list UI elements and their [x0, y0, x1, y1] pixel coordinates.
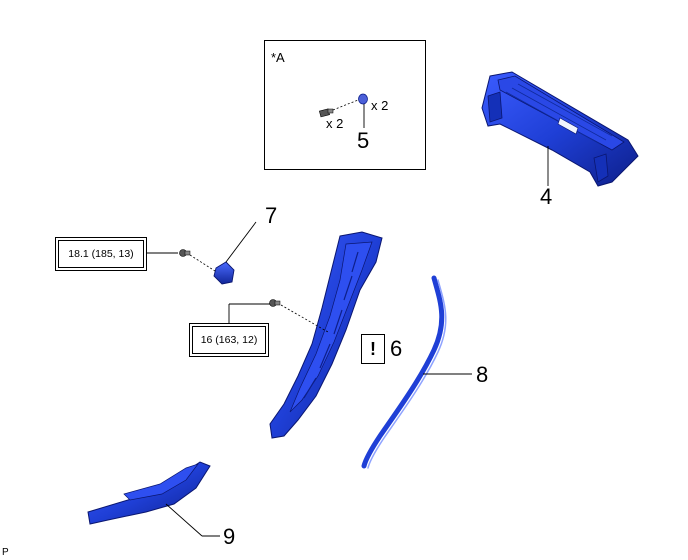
inset-detail-box [264, 40, 426, 170]
callout-5: 5 [357, 128, 370, 153]
part-6-pillar-trim [269, 231, 383, 439]
part-8-weatherstrip [361, 275, 447, 469]
bolt-6 [269, 299, 281, 307]
inset-bolt [318, 108, 334, 118]
torque-spec-box-2: 16 (163, 12) [189, 323, 269, 357]
inset-label: *A [271, 50, 285, 65]
callout-9: 9 [223, 524, 236, 549]
caution-symbol: ! [361, 334, 385, 364]
torque-spec-box-1: 18.1 (185, 13) [55, 237, 147, 271]
part-9-lower-trim [87, 461, 211, 525]
inset-qty-right: x 2 [371, 98, 389, 113]
callout-8: 8 [476, 362, 489, 387]
callout-6: 6 [390, 336, 403, 361]
part-4-upper-panel [481, 71, 639, 187]
inset-qty-left: x 2 [326, 116, 344, 131]
torque-spec-2: 16 (163, 12) [192, 326, 266, 354]
bolt-7 [179, 249, 191, 257]
torque-spec-1: 18.1 (185, 13) [58, 240, 144, 268]
part-7-bracket [213, 261, 235, 285]
callout-4: 4 [540, 184, 553, 209]
callout-7: 7 [265, 203, 278, 228]
corner-code: P [2, 547, 9, 558]
inset-clip [358, 93, 368, 105]
